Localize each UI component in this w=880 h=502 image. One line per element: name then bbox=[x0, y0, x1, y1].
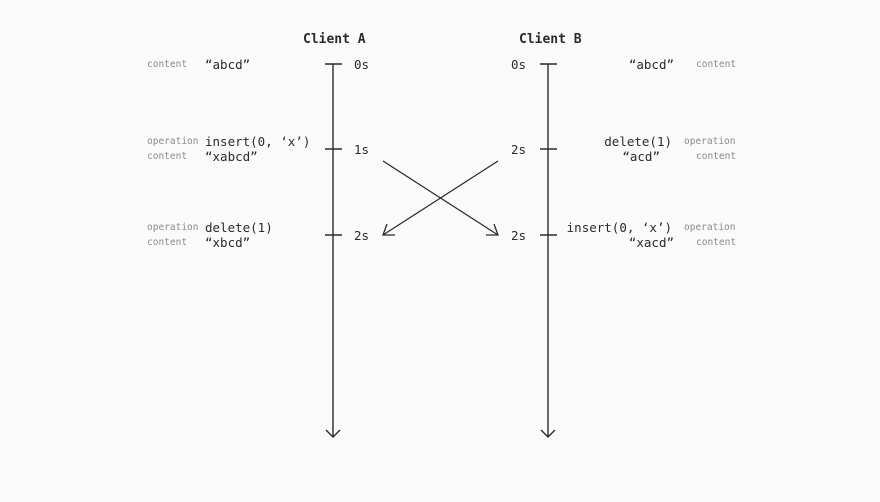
client-a-time-2: 2s bbox=[354, 228, 370, 243]
client-b-event-2-value-bottom: “xacd” bbox=[628, 235, 674, 250]
client-b-time-2: 2s bbox=[511, 228, 527, 243]
client-b-event-1-value-bottom: “acd” bbox=[622, 149, 660, 164]
client-b-event-2-value-top: insert(0, ‘x’) bbox=[566, 220, 672, 235]
client-b-event-0-value: “abcd” bbox=[628, 57, 674, 72]
message-a-to-b-arrowhead bbox=[486, 223, 499, 236]
client-a-event-2-label-top: operation bbox=[147, 222, 199, 233]
client-b-event-1-label-top: operation bbox=[684, 136, 736, 147]
client-b-event-1-label-bottom: content bbox=[696, 151, 737, 162]
client-a-title: Client A bbox=[303, 32, 366, 47]
client-a-event-0-value: “abcd” bbox=[205, 57, 251, 72]
client-a-time-1: 1s bbox=[354, 142, 370, 157]
client-b-timeline-arrowhead bbox=[540, 429, 556, 438]
client-b-event-0-label: content bbox=[696, 59, 737, 70]
client-a-event-2-label-bottom: content bbox=[147, 237, 188, 248]
client-b-event-2-label-top: operation bbox=[684, 222, 736, 233]
message-b-to-a-arrowhead bbox=[382, 223, 395, 236]
client-b-event-2-label-bottom: content bbox=[696, 237, 737, 248]
client-a-time-0: 0s bbox=[354, 57, 370, 72]
client-b-title: Client B bbox=[519, 32, 582, 47]
client-a-event-2-value-top: delete(1) bbox=[205, 220, 273, 235]
client-b-time-0: 0s bbox=[511, 57, 527, 72]
client-a-event-1-label-top: operation bbox=[147, 136, 199, 147]
client-a-event-1-value-bottom: “xabcd” bbox=[205, 149, 258, 164]
message-b-to-a bbox=[382, 160, 499, 236]
client-a-event-0-label: content bbox=[147, 59, 188, 70]
client-b-time-1: 2s bbox=[511, 142, 527, 157]
client-a-event-2-value-bottom: “xbcd” bbox=[205, 235, 251, 250]
client-a-event-1-label-bottom: content bbox=[147, 151, 188, 162]
client-a-timeline-arrowhead bbox=[325, 429, 341, 438]
client-b-event-1-value-top: delete(1) bbox=[604, 134, 672, 149]
client-a-event-1-value-top: insert(0, ‘x’) bbox=[205, 134, 311, 149]
